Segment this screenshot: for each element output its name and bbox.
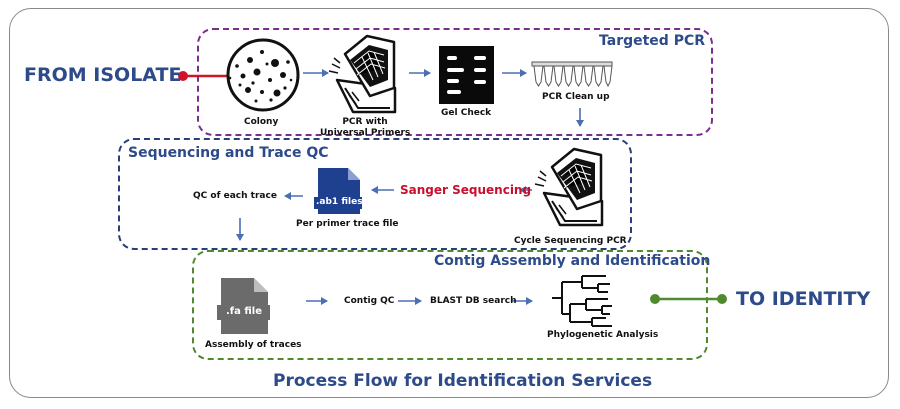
pcr-cleanup-label: PCR Clean up (542, 92, 610, 102)
from-isolate-label: FROM ISOLATE (24, 64, 182, 86)
sequencer-machine-icon (534, 147, 604, 227)
fa-file-text: .fa file (226, 306, 263, 317)
trace-file-label: Per primer trace file (296, 219, 399, 229)
targeted-pcr-box (197, 28, 713, 136)
pcr-tube-strip-icon (531, 61, 613, 88)
colony-plate-icon (226, 38, 300, 112)
qc-trace-label: QC of each trace (193, 191, 277, 201)
gel-icon (439, 46, 494, 104)
pcr-label-line1: PCR with (342, 117, 388, 127)
assembly-label: Assembly of traces (205, 340, 302, 350)
contig-qc-label: Contig QC (344, 296, 395, 306)
fa-file-icon (217, 278, 270, 334)
pcr-label-line2: Universal Primers (320, 128, 411, 138)
outer-frame (9, 8, 889, 398)
sequencing-qc-title: Sequencing and Trace QC (128, 145, 329, 161)
start-connector (178, 71, 227, 81)
targeted-pcr-title: Targeted PCR (599, 33, 706, 49)
phylogenetic-label: Phylogenetic Analysis (547, 330, 659, 340)
phylogenetic-tree-icon (552, 275, 612, 327)
footer-title: Process Flow for Identification Services (273, 371, 653, 391)
sanger-sequencing-label: Sanger Sequencing (400, 183, 532, 197)
blast-label: BLAST DB search (430, 296, 517, 306)
colony-label: Colony (244, 117, 279, 127)
ab1-file-text: .ab1 files (316, 197, 363, 207)
ab1-file-icon (314, 168, 362, 214)
end-connector (650, 294, 727, 304)
to-identity-label: TO IDENTITY (736, 288, 871, 310)
contig-assembly-title: Contig Assembly and Identification (434, 253, 711, 269)
cycle-seq-label: Cycle Sequencing PCR (514, 236, 627, 246)
gel-check-label: Gel Check (441, 108, 492, 118)
sequencing-qc-box (118, 138, 632, 250)
pcr-machine-icon (328, 34, 397, 114)
contig-assembly-box (192, 250, 708, 360)
